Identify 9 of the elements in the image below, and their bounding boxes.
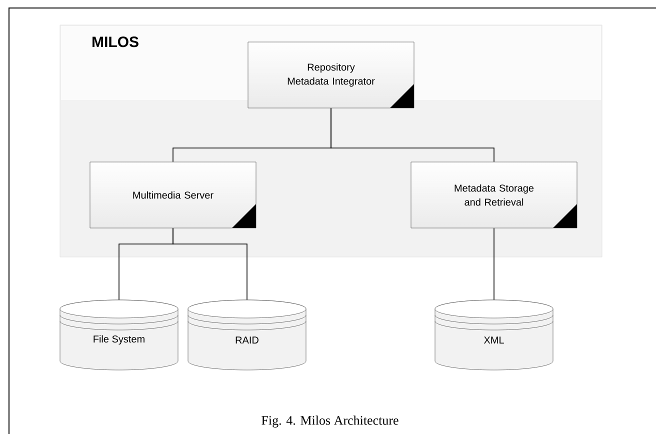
figure-caption: Fig. 4. Milos Architecture <box>262 416 398 428</box>
component-box: Repository Metadata Integrator <box>248 42 414 108</box>
database-cylinder: RAID <box>188 300 306 370</box>
connector-line <box>330 108 494 162</box>
connector-line <box>172 228 248 300</box>
database-cylinder: File System <box>60 300 178 370</box>
component-box: Metadata Storage and Retrieval <box>410 162 578 228</box>
component-box: Multimedia Server <box>90 162 256 228</box>
database-cylinder: XML <box>434 300 554 370</box>
